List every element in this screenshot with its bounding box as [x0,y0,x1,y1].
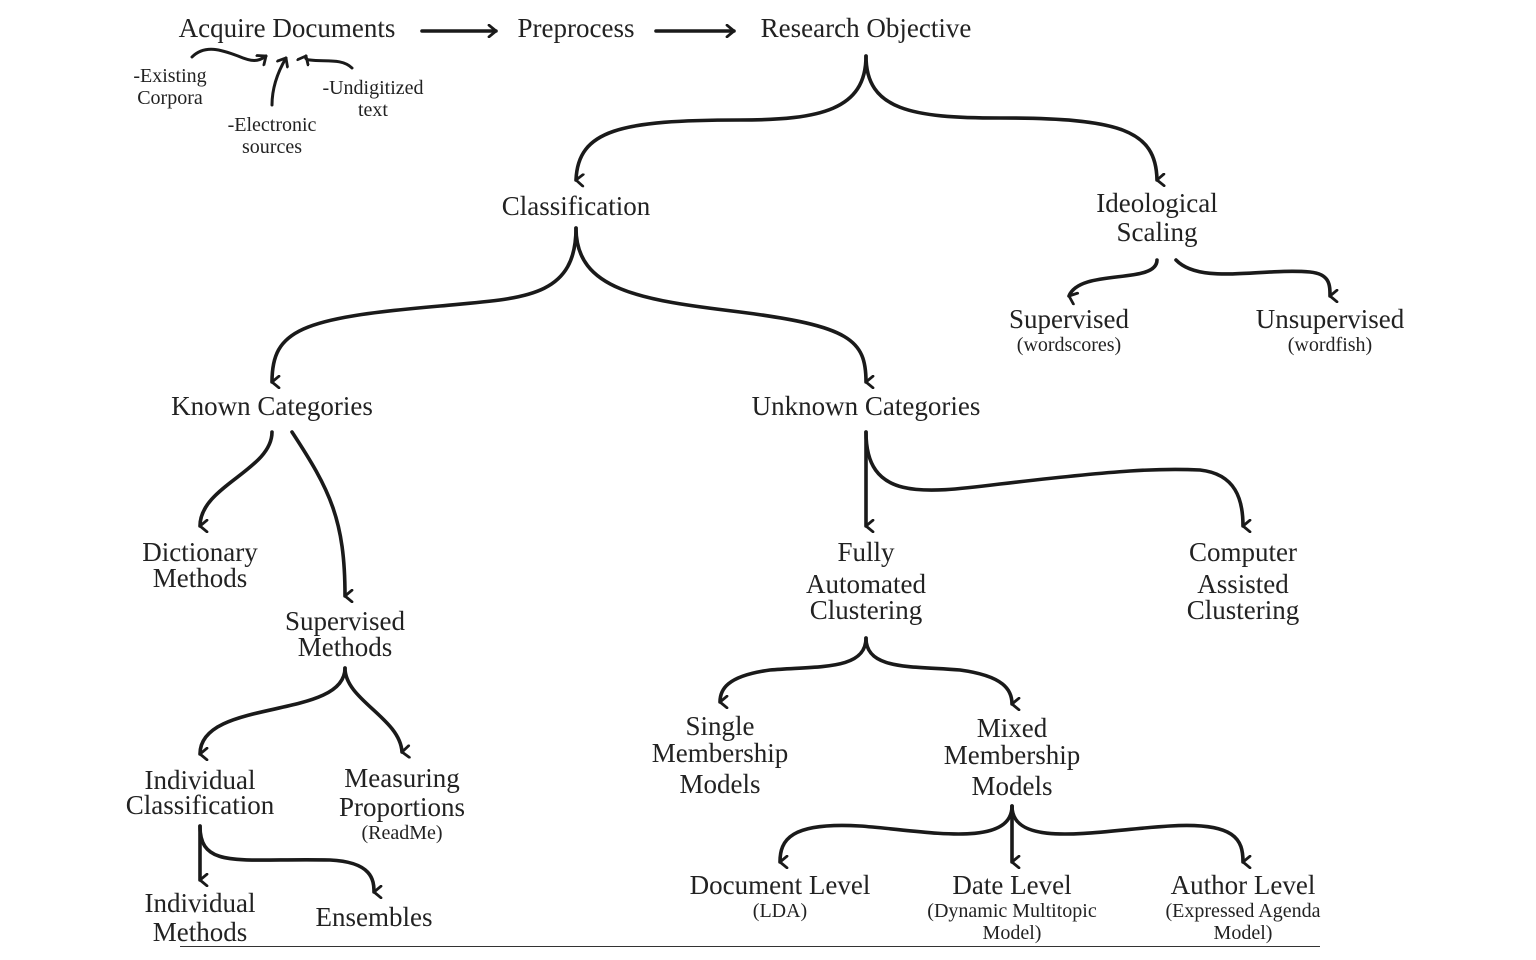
node-classification: Classification [502,192,650,221]
node-ideological-supervised: Supervised (wordscores) [1009,304,1129,357]
node-label: Unsupervised [1255,304,1405,334]
note-line: text [358,99,388,121]
node-label: Membership [651,738,789,768]
node-individual-classification: Individual Classification [126,766,274,820]
edge-undigitized-acquire [306,54,354,70]
node-known-categories: Known Categories [171,392,373,421]
node-label: Ensembles [315,902,433,932]
edge-existing-acquire [190,47,268,60]
edge-research-classification [574,54,868,180]
node-label: Known Categories [171,391,373,421]
node-label: Scaling [1116,217,1198,247]
node-label: Author Level [1170,870,1316,900]
bottom-rule [180,946,1320,947]
node-label: Supervised [285,606,405,636]
node-computer-assisted-clustering: Computer Assisted Clustering [1187,538,1300,625]
node-label: Unknown Categories [751,391,981,421]
node-acquire-documents: Acquire Documents [179,14,396,43]
note-line: -Existing [133,65,207,87]
node-label: Document Level [689,870,871,900]
node-label: Mixed [976,713,1048,743]
edge-known-supervised [290,430,345,596]
node-label: Individual [144,765,256,795]
node-label: Automated [806,569,926,599]
node-label: Classification [501,191,651,221]
node-preprocess: Preprocess [518,14,635,43]
node-date-level: Date Level (Dynamic Multitopic Model) [927,870,1097,945]
node-label: Assisted [1197,569,1289,599]
node-label: Proportions [338,792,466,822]
node-label: Fully [837,537,895,567]
node-sublabel: (Expressed Agenda [1165,900,1321,922]
edge-ideological-unsupervised [1174,258,1330,296]
node-label: Measuring [344,763,460,793]
edge-fully-single [718,636,868,702]
node-label: Clustering [1186,595,1300,625]
node-label: Research Objective [760,13,972,43]
node-sublabel: (wordscores) [1016,334,1122,356]
note-line: Corpora [137,87,203,109]
node-sublabel: (ReadMe) [361,822,443,844]
node-label: Methods [152,917,248,947]
edge-mixed-document [778,804,1014,862]
node-label: Clustering [809,595,923,625]
node-ideological-unsupervised: Unsupervised (wordfish) [1255,304,1405,357]
node-label: Preprocess [517,13,635,43]
edge-individual-ensembles [198,824,374,892]
node-document-level: Document Level (LDA) [689,870,871,923]
edge-classification-unknown [574,226,866,382]
edge-research-ideological [864,54,1157,180]
node-single-membership-models: Single Membership Models [652,712,788,799]
node-label: Models [971,771,1053,801]
node-label: Ideological [1096,188,1218,218]
edge-supervised-measuring [343,666,402,752]
node-sublabel: Model) [1213,922,1273,944]
node-sublabel: (Dynamic Multitopic [927,900,1097,922]
edge-supervised-individual [198,666,347,754]
edge-unknown-computer [864,430,1243,526]
edge-known-dictionary [198,430,274,526]
edge-mixed-author [1010,804,1243,862]
node-fully-automated-clustering: Fully Automated Clustering [806,538,926,625]
edge-electronic-acquire [270,56,286,107]
note-line: sources [242,136,302,158]
node-author-level: Author Level (Expressed Agenda Model) [1165,870,1321,945]
note-line: -Electronic [227,114,317,136]
note-line: -Undigitized [322,77,424,99]
node-sublabel: Model) [982,922,1042,944]
node-label: Dictionary [142,537,258,567]
node-ideological-scaling: Ideological Scaling [1096,189,1217,247]
node-label: Supervised [1009,304,1129,334]
node-label: Methods [297,632,393,662]
node-label: Classification [125,790,275,820]
node-unknown-categories: Unknown Categories [752,392,981,421]
edge-fully-mixed [864,636,1012,704]
node-supervised-methods: Supervised Methods [285,607,405,662]
node-ensembles: Ensembles [316,903,433,932]
node-measuring-proportions: Measuring Proportions (ReadMe) [338,763,466,845]
edge-classification-known [270,226,578,382]
node-label: Models [679,769,761,799]
node-label: Date Level [952,870,1072,900]
node-label: Membership [943,740,1081,770]
node-mixed-membership-models: Mixed Membership Models [944,714,1080,801]
node-label: Computer [1189,537,1297,567]
note-electronic-sources: -Electronic sources [228,114,317,158]
node-dictionary-methods: Dictionary Methods [142,538,257,593]
edge-ideological-supervised [1067,258,1159,296]
node-label: Individual [144,888,256,918]
node-label: Methods [152,563,248,593]
note-existing-corpora: -Existing Corpora [133,65,206,109]
node-sublabel: (wordfish) [1287,334,1373,356]
note-undigitized-text: -Undigitized text [322,77,423,121]
node-sublabel: (LDA) [752,900,808,922]
node-research-objective: Research Objective [761,14,972,43]
node-individual-methods: Individual Methods [145,889,256,947]
node-label: Single [685,711,755,741]
node-label: Acquire Documents [178,13,396,43]
